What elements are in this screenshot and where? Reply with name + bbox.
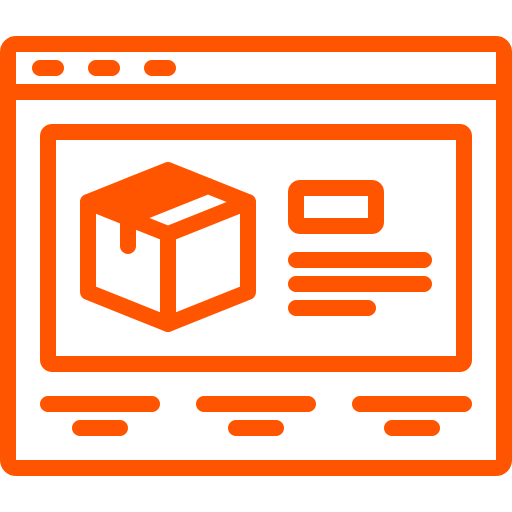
- product-image-placeholder: [288, 180, 384, 234]
- content-panel: [40, 124, 472, 372]
- browser-window-frame: [0, 36, 512, 476]
- package-box-icon: [80, 162, 256, 332]
